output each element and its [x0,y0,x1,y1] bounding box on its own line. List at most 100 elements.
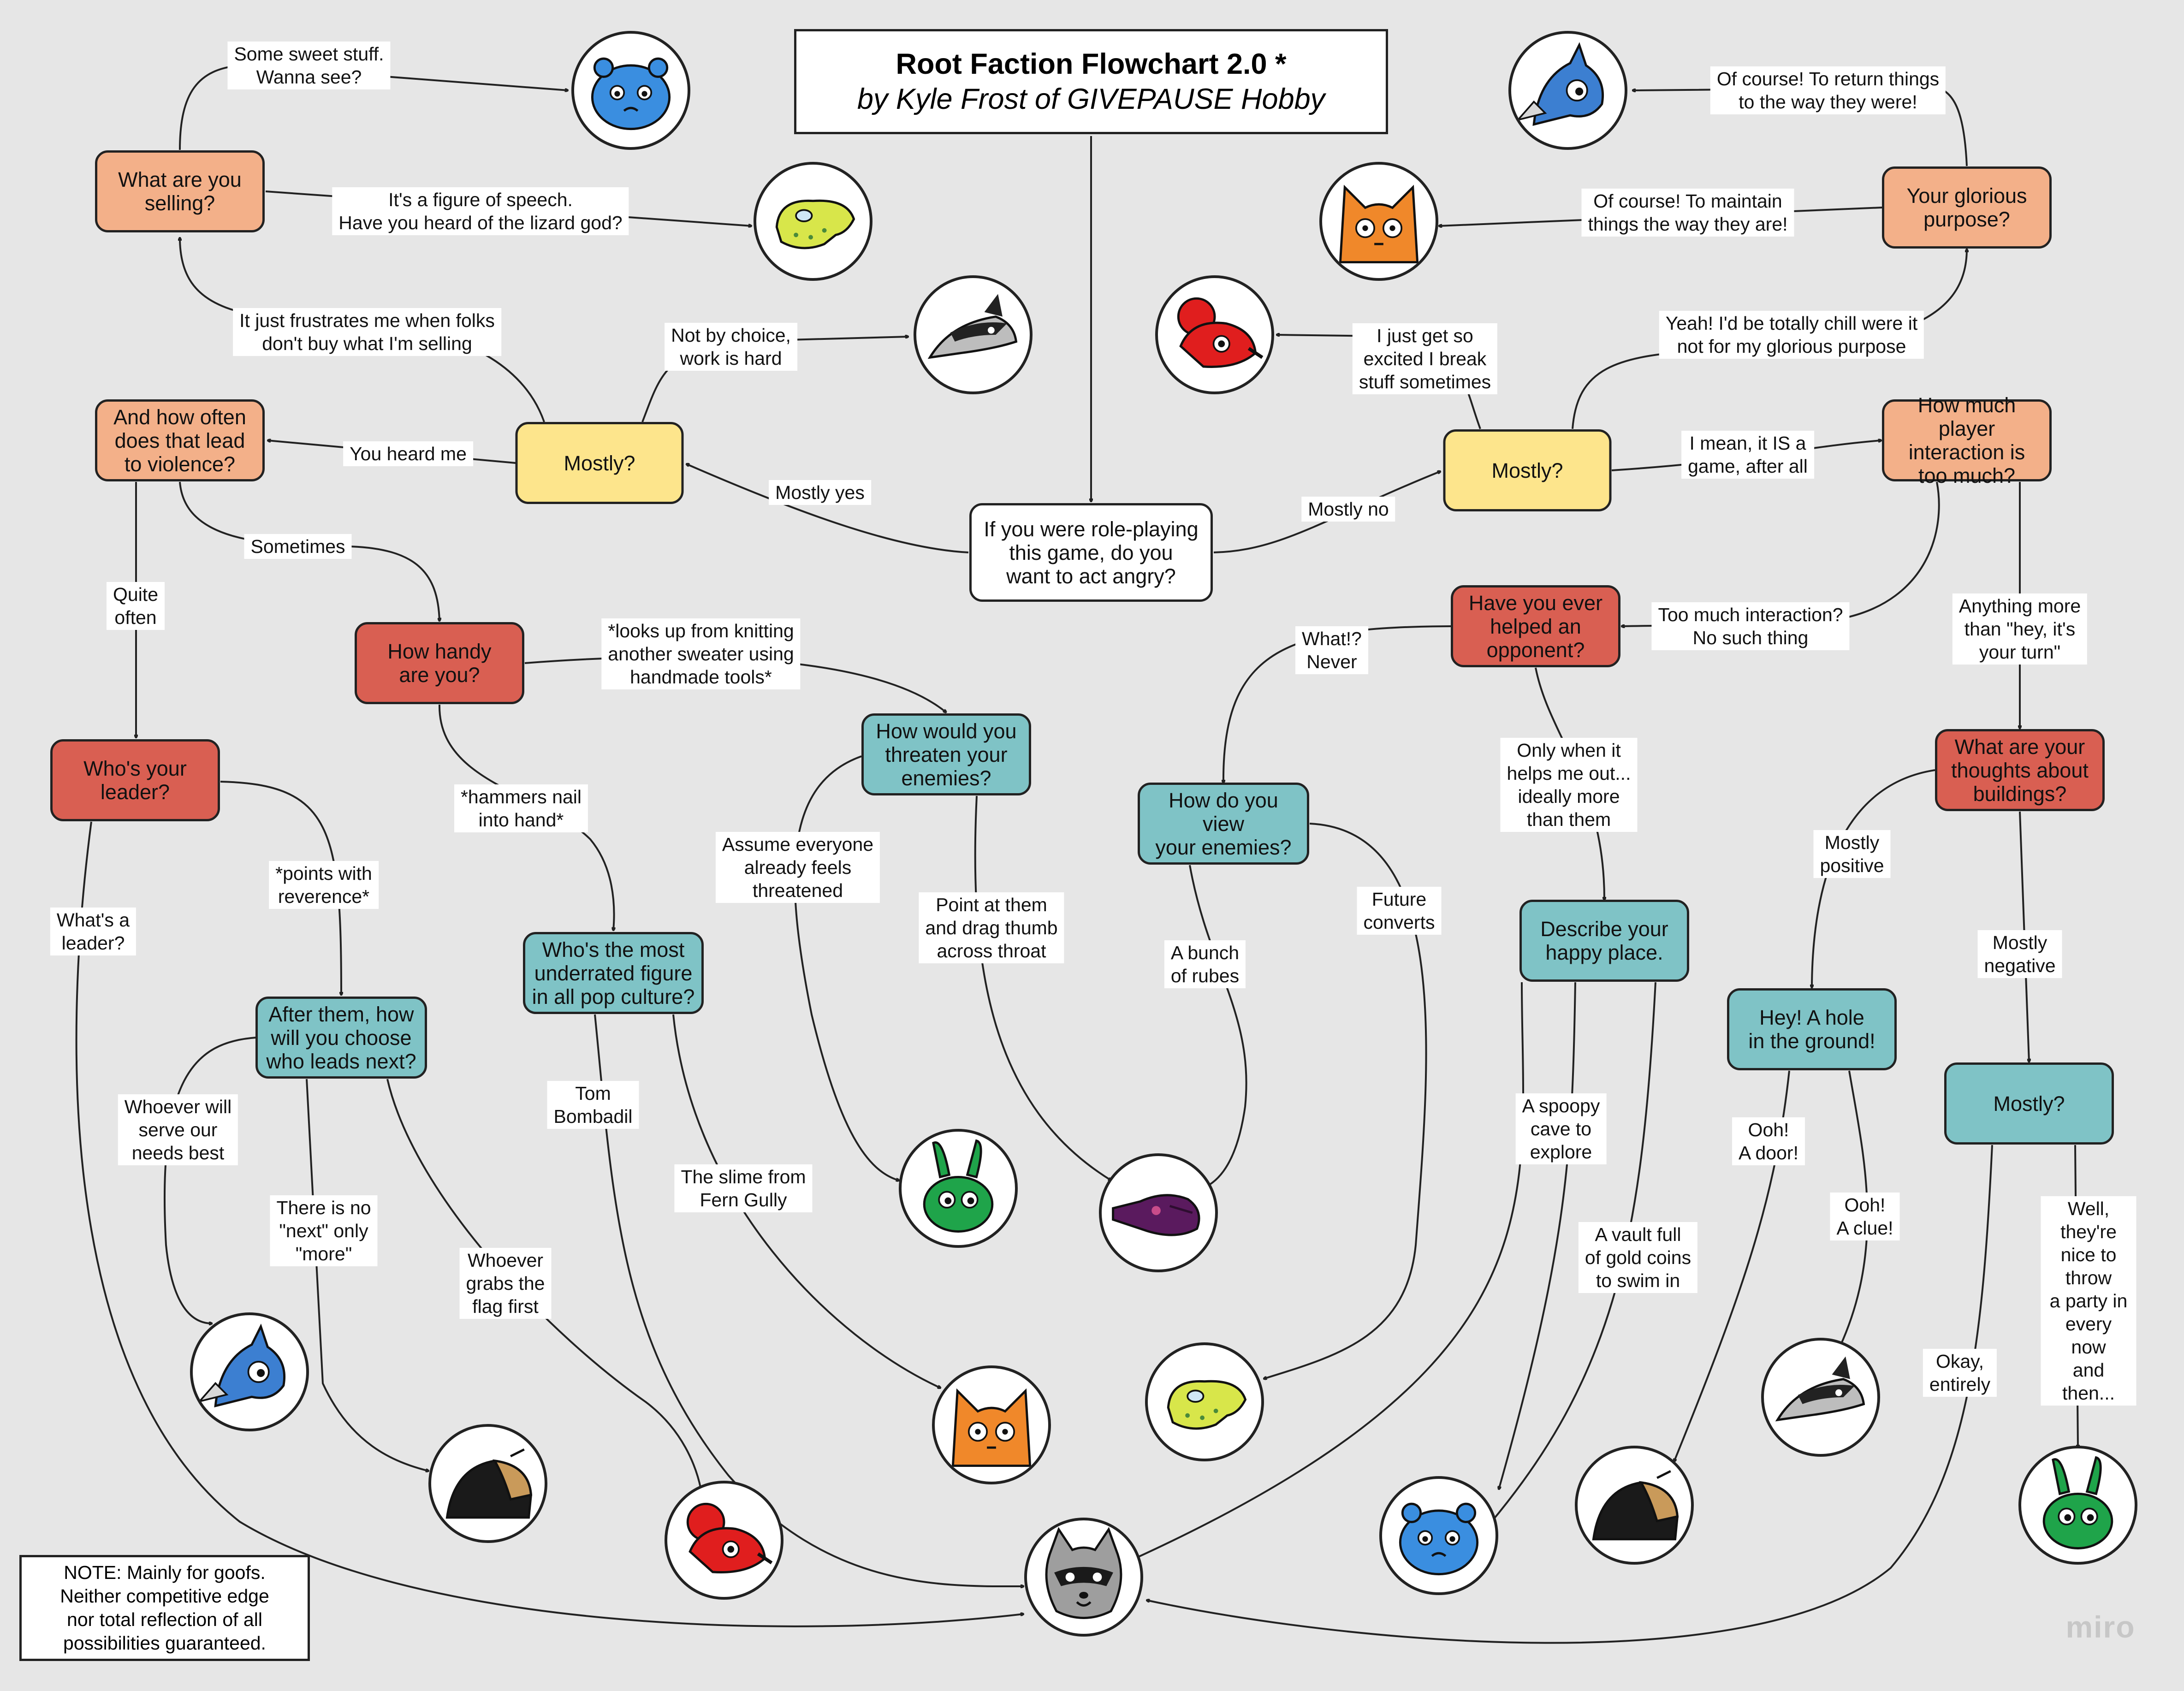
connector-arrow [1213,471,1441,553]
eyrie-icon [1508,31,1627,150]
label-tom-bombadil: Tom Bombadil [547,1081,639,1129]
chart-title: Root Faction Flowchart 2.0 * by Kyle Fro… [794,29,1388,134]
node-mostly-right[interactable]: Mostly? [1443,429,1612,511]
connector-arrow [1134,982,1525,1559]
node-happy-place[interactable]: Describe your happy place. [1519,900,1689,982]
mouse-icon [665,1481,783,1600]
label-never: What!? Never [1295,626,1368,674]
rabbit-icon [899,1129,1018,1248]
label-whoever-serve: Whoever will serve our needs best [118,1094,238,1165]
label-hammers: *hammers nail into hand* [454,784,588,832]
node-glorious[interactable]: Your glorious purpose? [1882,166,2052,249]
cat-icon [932,1365,1051,1484]
node-view-enemies[interactable]: How do you view your enemies? [1138,783,1309,865]
label-slime: The slime from Fern Gully [674,1164,813,1212]
label-quite-often: Quite often [107,582,165,630]
connector-arrow [1476,982,1656,1540]
label-anything-more: Anything more than "hey, it's your turn" [1952,593,2088,665]
connector-arrow [1264,823,1427,1379]
label-frustrates: It just frustrates me when folks don't b… [233,308,501,356]
connector-arrow [1189,865,1247,1190]
connector-arrow [1223,625,1451,783]
node-buildings[interactable]: What are your thoughts about buildings? [1935,729,2105,811]
node-helped[interactable]: Have you ever helped an opponent? [1451,585,1620,667]
node-violence[interactable]: And how often does that lead to violence… [95,399,265,481]
connector-arrow [672,1014,941,1388]
lizard-icon [1145,1342,1264,1461]
connector-arrow [686,464,969,553]
label-too-much: Too much interaction? No such thing [1651,602,1850,650]
node-leader[interactable]: Who's your leader? [50,739,220,821]
eyrie-icon [190,1312,309,1431]
label-figure-of-speech: It's a figure of speech. Have you heard … [332,187,629,235]
label-drag-thumb: Point at them and drag thumb across thro… [919,892,1064,963]
connector-arrow [1499,982,1576,1489]
label-you-heard-me: You heard me [343,441,473,466]
miro-watermark: miro [2065,1610,2136,1644]
label-return: Of course! To return things to the way t… [1710,66,1946,114]
disclaimer-note: NOTE: Mainly for goofs. Neither competit… [19,1555,310,1661]
node-after-them[interactable]: After them, how will you choose who lead… [255,997,427,1079]
connector-arrow [794,755,899,1181]
label-party: Well, they're nice to throw a party in e… [2041,1196,2137,1406]
label-rubes: A bunch of rubes [1164,940,1246,988]
label-excited: I just get so excited I break stuff some… [1352,323,1498,394]
label-mostly-yes: Mostly yes [769,480,871,505]
connector-arrow [220,781,341,995]
raccoon-icon [1024,1518,1143,1637]
label-chill: Yeah! I'd be totally chill were it not f… [1659,311,1924,359]
label-spoopy: A spoopy cave to explore [1515,1093,1607,1164]
node-underrated[interactable]: Who's the most underrated figure in all … [523,932,704,1014]
otter-icon [571,31,690,150]
label-whats-a-leader: What's a leader? [50,908,136,955]
otter-icon [1379,1476,1498,1595]
label-points: *points with reverence* [269,861,379,909]
label-flag: Whoever grabs the flag first [459,1248,552,1319]
badger-icon [1761,1338,1880,1457]
mole-icon [1575,1446,1694,1565]
connector-arrow [1812,769,1935,988]
label-knitting: *looks up from knitting another sweater … [601,618,801,689]
label-okay-entirely: Okay, entirely [1923,1349,1997,1397]
node-handy[interactable]: How handy are you? [355,622,524,704]
node-start[interactable]: If you were role-playing this game, do y… [969,503,1213,602]
lizard-icon [754,162,872,281]
node-mostly-bottom[interactable]: Mostly? [1944,1062,2114,1145]
label-not-by-choice: Not by choice, work is hard [665,323,797,371]
label-sweet-stuff: Some sweet stuff. Wanna see? [227,42,391,89]
label-mostly-no: Mostly no [1301,497,1395,522]
connector-arrow [386,1079,701,1489]
connector-arrow [306,1079,429,1471]
connector-arrow [974,795,1111,1181]
label-assume: Assume everyone already feels threatened [715,832,880,903]
badger-icon [914,275,1033,394]
mouse-icon [1155,275,1274,394]
crow-icon [1099,1153,1218,1272]
connector-arrow [594,1014,1024,1586]
label-sometimes: Sometimes [244,534,352,559]
connector-arrow [75,821,1024,1627]
mole-icon [428,1424,547,1543]
node-selling[interactable]: What are you selling? [95,150,265,232]
node-threaten[interactable]: How would you threaten your enemies? [861,713,1031,795]
node-hole[interactable]: Hey! A hole in the ground! [1727,988,1897,1070]
label-converts: Future converts [1357,887,1442,935]
label-game: I mean, it IS a game, after all [1681,431,1814,479]
label-no-next: There is no "next" only "more" [270,1195,378,1266]
label-maintain: Of course! To maintain things the way th… [1581,189,1794,237]
label-mostly-negative: Mostly negative [1977,930,2062,978]
label-mostly-positive: Mostly positive [1813,830,1891,878]
label-only-when: Only when it helps me out... ideally mor… [1500,738,1638,832]
connector-arrow [1146,1145,1993,1644]
title-line-2: by Kyle Frost of GIVEPAUSE Hobby [857,83,1325,115]
cat-icon [1319,162,1438,281]
node-interaction[interactable]: How much player interaction is too much? [1882,393,2052,487]
node-mostly-left[interactable]: Mostly? [515,422,684,504]
label-door: Ooh! A door! [1732,1117,1805,1165]
rabbit-icon [2018,1446,2137,1565]
label-vault: A vault full of gold coins to swim in [1578,1222,1698,1293]
title-line-1: Root Faction Flowchart 2.0 * [896,48,1287,80]
label-clue: Ooh! A clue! [1830,1193,1900,1240]
